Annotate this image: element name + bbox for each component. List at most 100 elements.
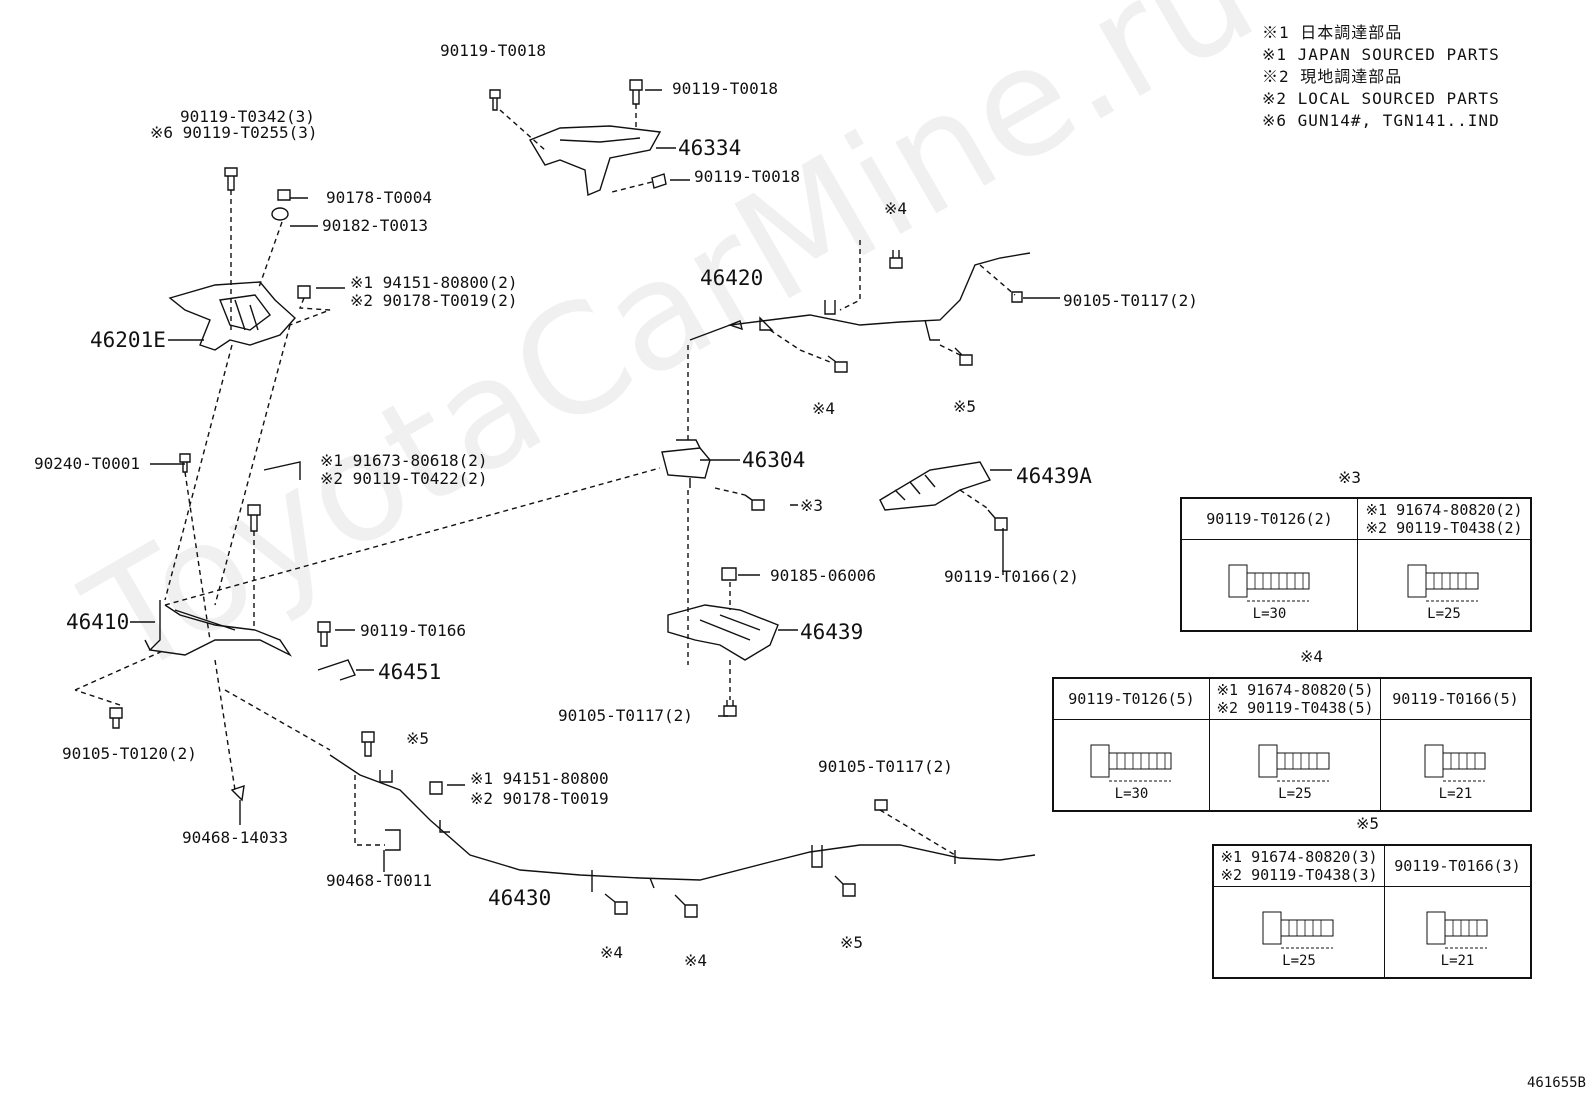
table-title: ※4 (1300, 647, 1324, 666)
part-label: 90119-T0166(2) (944, 567, 1079, 586)
part-label: ※6 90119-T0255(3) (150, 123, 318, 142)
part-label: 90178-T0004 (326, 188, 432, 207)
note-label: ※4 (884, 199, 908, 218)
bolt-icon (874, 799, 888, 811)
bolt-icon (827, 355, 848, 373)
part-label: ※2 90119-T0422(2) (320, 469, 488, 488)
part-label: 46304 (742, 448, 806, 472)
part-label: 46439 (800, 620, 864, 644)
bolt-cell: L=30 (1180, 539, 1358, 632)
part-label: 90119-T0018 (694, 167, 800, 186)
clip-icon (385, 829, 401, 851)
part-label: 90105-T0120(2) (62, 744, 197, 763)
length-label: L=25 (1427, 606, 1461, 622)
part-label: ※1 94151-80800(2) (350, 273, 518, 292)
bolt-icon (1407, 564, 1479, 602)
bolt-icon (489, 89, 501, 111)
bolt-icon (247, 504, 261, 532)
note-label: ※5 (953, 397, 977, 416)
part-label: 46410 (66, 610, 130, 634)
bolt-icon (1262, 911, 1334, 949)
part-label: 46420 (700, 266, 764, 290)
part-label: ※2 90178-T0019 (470, 789, 609, 808)
part-label: 90105-T0117(2) (818, 757, 953, 776)
part-label: 90240-T0001 (34, 454, 140, 473)
legend-line: ※1 日本調達部品 (1262, 23, 1403, 42)
part-label: 46451 (378, 660, 442, 684)
bolt-icon (651, 173, 667, 189)
length-label: L=30 (1252, 606, 1287, 622)
table-header: ※1 91674-80820(5)※2 90119-T0438(5) (1209, 677, 1381, 720)
bolt-icon (954, 347, 973, 366)
length-label: L=30 (1114, 786, 1149, 802)
bolt-icon (629, 79, 643, 105)
part-label: 90468-T0011 (326, 871, 432, 890)
legend-line: ※1 JAPAN SOURCED PARTS (1262, 45, 1500, 64)
length-label: L=25 (1282, 953, 1316, 969)
clip-icon (721, 567, 737, 581)
part-label: 46201E (90, 328, 166, 352)
clip-icon (317, 659, 356, 681)
figure-number: 461655B (1526, 1075, 1586, 1091)
legend: ※1 日本調達部品 ※1 JAPAN SOURCED PARTS ※2 現地調達… (1262, 22, 1500, 132)
bolt-icon (224, 167, 238, 191)
bolt-icon (1090, 744, 1171, 782)
bolt-icon (109, 707, 123, 729)
note-label: ※4 (684, 951, 708, 970)
bracket-46439A (879, 461, 992, 511)
part-label: 46334 (678, 136, 742, 160)
clip-icon (230, 784, 245, 802)
part-label: 46430 (488, 886, 552, 910)
bolt-cell: L=30 (1052, 719, 1210, 812)
note-label: ※3 (800, 496, 824, 515)
cable-46410 (148, 600, 293, 657)
bolt-icon (674, 894, 698, 918)
table-header: 90119-T0166(3) (1384, 844, 1532, 887)
bolt-icon (723, 700, 737, 717)
table-header: ※1 91674-80820(3)※2 90119-T0438(3) (1212, 844, 1385, 887)
table-header: ※1 91674-80820(2)※2 90119-T0438(2) (1357, 497, 1532, 540)
part-label: 90119-T0166 (360, 621, 466, 640)
bolt-icon (361, 731, 375, 757)
bolt-cell: L=21 (1384, 886, 1532, 979)
bolt-icon (1426, 911, 1487, 949)
washer-icon (271, 207, 289, 221)
table-header: 90119-T0126(2) (1180, 497, 1358, 540)
cable-46420 (689, 252, 1031, 341)
bolt-icon (1228, 564, 1309, 602)
bolt-cell: L=25 (1357, 539, 1532, 632)
bracket-46334 (528, 125, 662, 197)
part-label: 90119-T0018 (672, 79, 778, 98)
bolt-icon (1258, 744, 1330, 782)
legend-line: ※6 GUN14#, TGN141..IND (1262, 111, 1500, 130)
part-label: ※1 91673-80618(2) (320, 451, 488, 470)
bolt-icon (1424, 744, 1485, 782)
part-label: 90105-T0117(2) (558, 706, 693, 725)
legend-line: ※2 現地調達部品 (1262, 67, 1403, 86)
bolt-icon (987, 509, 1008, 531)
part-label: 90468-14033 (182, 828, 288, 847)
bolt-cell: L=25 (1209, 719, 1381, 812)
part-label: 90119-T0018 (440, 41, 546, 60)
note-label: ※4 (812, 399, 836, 418)
table-title: ※3 (1338, 468, 1362, 487)
cable-46430 (329, 754, 1036, 881)
nut-icon (297, 285, 311, 299)
nut-icon (429, 781, 443, 795)
length-label: L=21 (1440, 953, 1475, 969)
note-label: ※5 (840, 933, 864, 952)
bolt-cell: L=25 (1212, 886, 1385, 979)
nut-icon (277, 189, 291, 201)
bolt-spec-table-4: 90119-T0126(5) ※1 91674-80820(5)※2 90119… (1052, 677, 1532, 812)
table-header: 90119-T0126(5) (1052, 677, 1210, 720)
bolt-icon (179, 453, 191, 473)
bolt-icon (889, 250, 903, 269)
part-label: 90105-T0117(2) (1063, 291, 1198, 310)
bolt-icon (317, 621, 331, 647)
length-label: L=25 (1278, 786, 1312, 802)
bracket-46439 (667, 604, 779, 661)
equalizer-46304 (661, 447, 711, 479)
bolt-icon (604, 893, 628, 915)
table-title: ※5 (1356, 814, 1380, 833)
